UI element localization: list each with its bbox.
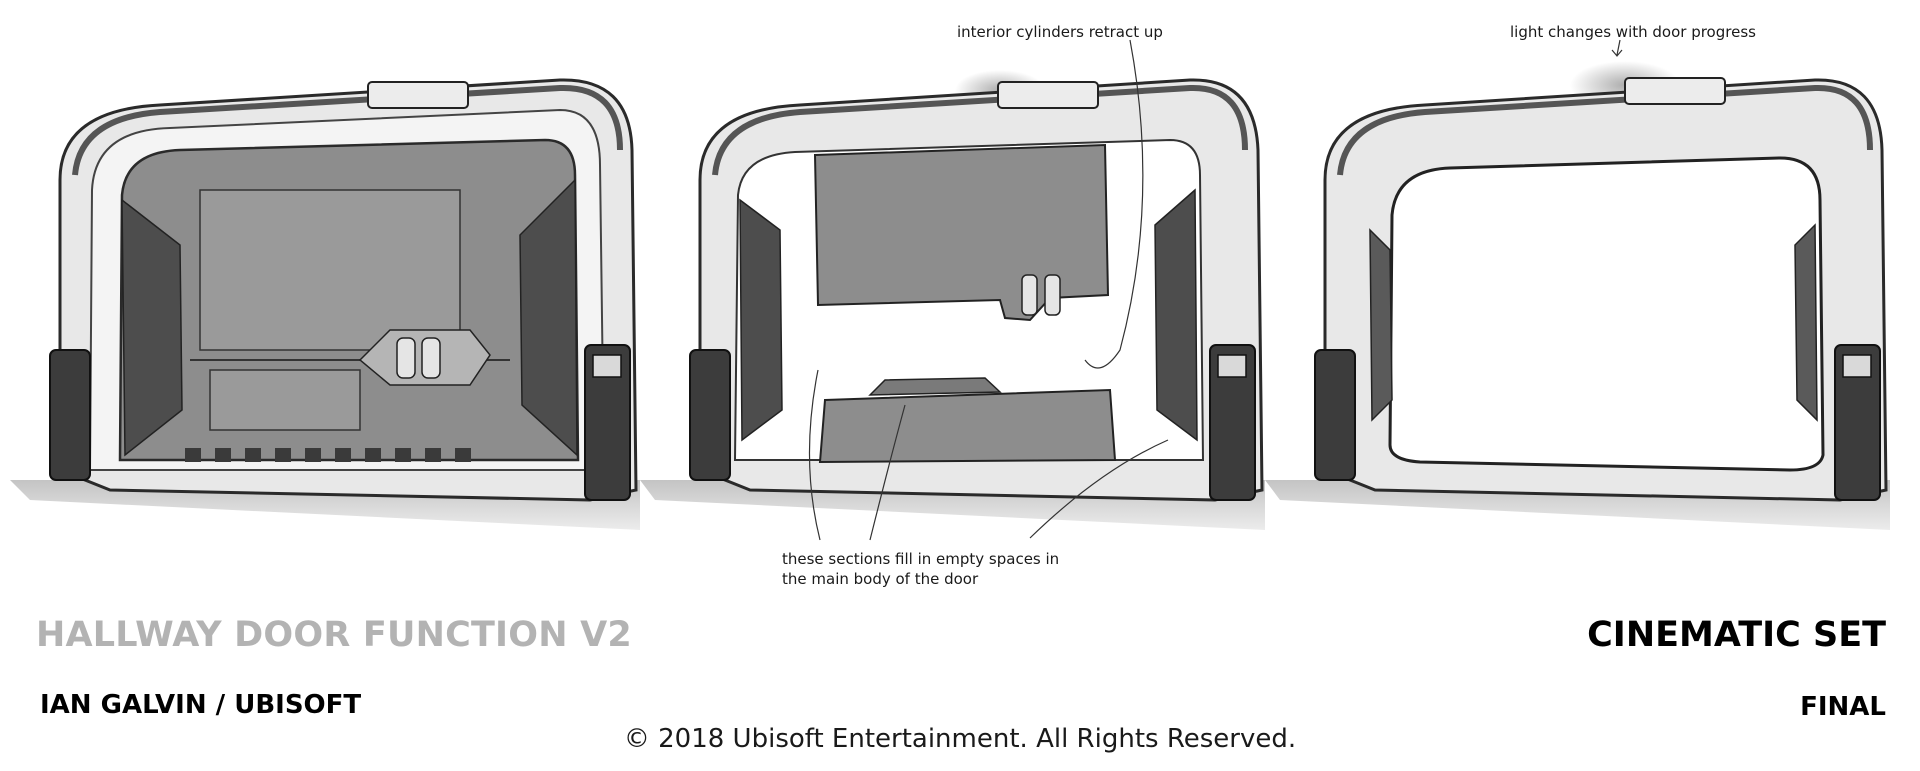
door-opening [640,39,1265,541]
top-light [997,81,1099,109]
author-credit: IAN GALVIN / UBISOFT [40,690,362,720]
sheet-title: HALLWAY DOOR FUNCTION V2 [36,615,632,655]
annotation-line: the main body of the door [782,570,979,588]
upper-door-section [813,143,1110,322]
door-open [1265,39,1890,530]
top-light [367,81,469,109]
status-label: FINAL [1800,692,1886,722]
top-light [1624,77,1726,105]
door-closed [10,78,640,530]
copyright-notice: © 2018 Ubisoft Entertainment. All Rights… [623,724,1297,754]
annotation-sections-fill: these sections fill in empty spaces in t… [782,549,1059,589]
annotation-interior-cylinders: interior cylinders retract up [957,23,1163,41]
set-label: CINEMATIC SET [1587,615,1886,655]
lower-door-section [818,388,1117,464]
annotation-line: these sections fill in empty spaces in [782,550,1060,568]
annotation-light-changes: light changes with door progress [1510,23,1756,41]
